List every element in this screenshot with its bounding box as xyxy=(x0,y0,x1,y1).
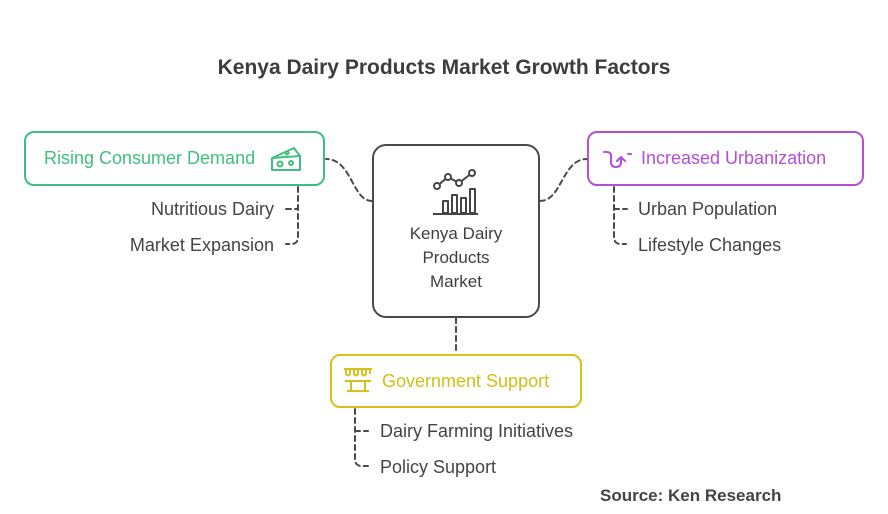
factor-government-support: Government Support xyxy=(330,354,582,408)
winding-path-icon xyxy=(603,150,632,168)
factor-label: Rising Consumer Demand xyxy=(44,148,256,168)
center-label-line-3: Market xyxy=(430,272,482,291)
diagram-title: Kenya Dairy Products Market Growth Facto… xyxy=(217,56,671,79)
connector-demand-items xyxy=(285,186,299,245)
list-item: Nutritious Dairy xyxy=(150,199,274,219)
factor-label: Increased Urbanization xyxy=(641,148,827,168)
growth-chart-icon xyxy=(433,169,478,215)
center-label-line-2: Products xyxy=(422,248,490,267)
list-item: Urban Population xyxy=(638,199,778,219)
list-item: Lifestyle Changes xyxy=(638,235,782,255)
factor-label: Government Support xyxy=(382,370,550,391)
center-node xyxy=(372,144,540,318)
center-label: Kenya Dairy Products Market xyxy=(372,222,540,294)
factor-rising-consumer-demand: Rising Consumer Demand xyxy=(24,131,325,186)
connector-center-to-demand xyxy=(325,158,373,202)
center-label-line-1: Kenya Dairy xyxy=(409,224,503,243)
factor-increased-urbanization: Increased Urbanization xyxy=(587,131,864,186)
connector-government-items xyxy=(354,408,369,467)
list-item: Market Expansion xyxy=(129,235,274,255)
list-item: Policy Support xyxy=(380,457,497,477)
cheese-icon xyxy=(271,146,302,171)
connector-urbanization-items xyxy=(613,186,627,245)
source-note: Source: Ken Research xyxy=(600,486,782,505)
list-item: Dairy Farming Initiatives xyxy=(380,421,574,441)
connector-center-to-urbanization xyxy=(539,158,588,202)
government-building-icon xyxy=(344,368,372,392)
